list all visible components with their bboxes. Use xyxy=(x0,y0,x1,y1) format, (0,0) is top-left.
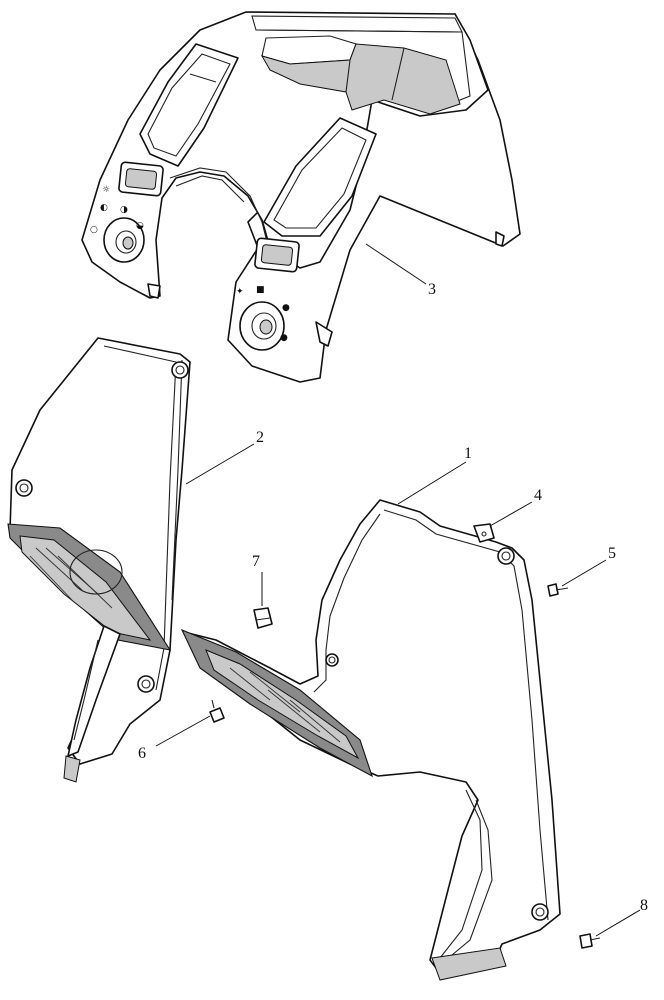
callout-3: 3 xyxy=(428,281,436,298)
leader-line-6 xyxy=(155,715,211,747)
light-symbol-icon: ◑ xyxy=(120,205,128,215)
callout-labels: 1 2 3 4 5 6 7 8 xyxy=(138,281,648,914)
light-symbol-icon: ◒ xyxy=(136,221,144,231)
switch-symbol-icon: ● xyxy=(280,333,288,343)
callout-5: 5 xyxy=(608,545,616,562)
switch-symbol-icon: ■ xyxy=(256,285,265,295)
leader-line-1 xyxy=(397,461,467,505)
switch-symbol-icon: ● xyxy=(282,303,290,313)
part-8-screw xyxy=(579,933,601,949)
callout-8: 8 xyxy=(640,897,648,914)
part-7-nut xyxy=(253,607,273,629)
part-6-screw xyxy=(209,699,225,723)
light-symbol-icon: ◐ xyxy=(100,203,108,213)
callout-2: 2 xyxy=(256,429,264,446)
indicator-symbol-icon: ○ xyxy=(90,225,98,235)
callout-4: 4 xyxy=(534,487,542,504)
callout-6: 6 xyxy=(138,745,146,762)
switch-symbol-icon: ✦ xyxy=(236,287,244,297)
part-2-left-side-cover xyxy=(7,337,191,783)
part-1-right-side-cover xyxy=(180,499,561,981)
leader-line-2 xyxy=(185,443,255,485)
part-5-screw xyxy=(547,583,569,597)
part-4-clip xyxy=(473,523,495,543)
leader-lines xyxy=(155,243,641,937)
leader-line-8 xyxy=(595,909,641,937)
switch-symbol-icon: ☼ xyxy=(102,185,110,195)
part-3-instrument-panel: ☼ ◐ ◑ ◒ ○ ✦ ■ ● ● xyxy=(81,11,521,383)
callout-7: 7 xyxy=(252,553,260,570)
leader-line-4 xyxy=(489,501,533,527)
leader-line-5 xyxy=(561,559,607,587)
callout-1: 1 xyxy=(464,445,472,462)
leader-line-3 xyxy=(365,243,427,285)
